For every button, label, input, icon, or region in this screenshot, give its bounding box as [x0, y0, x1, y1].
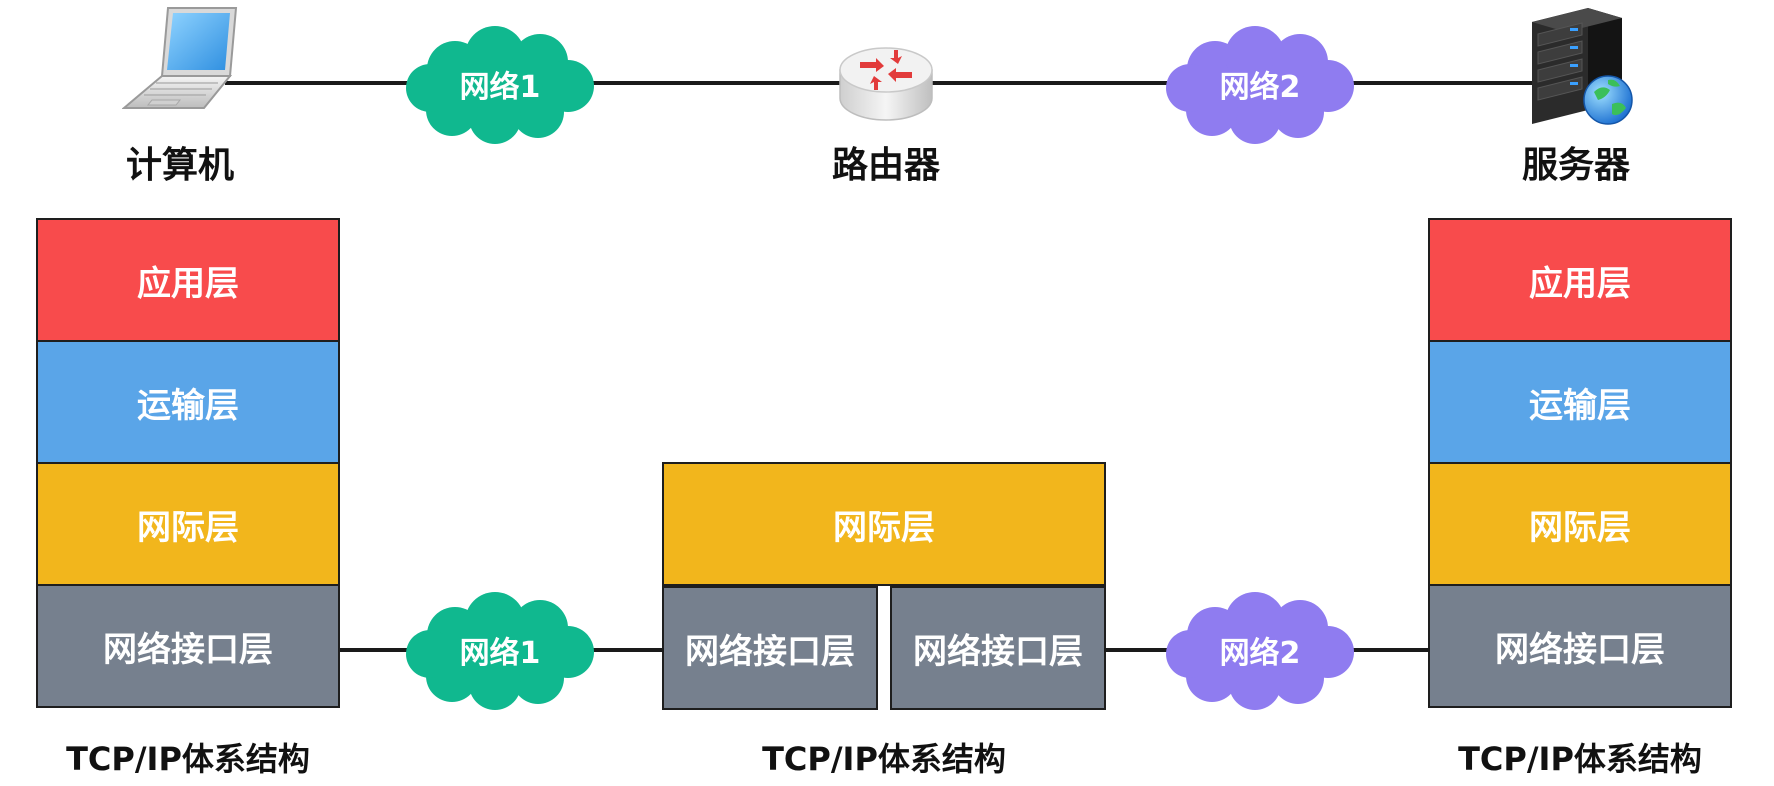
router-interface-left: 网络接口层 [662, 586, 878, 710]
top-link-network2-server [1340, 81, 1550, 85]
right-architecture-caption: TCP/IP体系结构 [1458, 740, 1702, 778]
top-network1-label: 网络1 [459, 70, 541, 105]
left-host-stack: 应用层 运输层 网际层 网络接口层 [36, 218, 340, 714]
server-label: 服务器 [1521, 145, 1630, 186]
top-network1-cloud: 网络1 [400, 24, 600, 144]
bottom-network2-cloud: 网络2 [1160, 590, 1360, 710]
bottom-network2-label: 网络2 [1219, 636, 1301, 671]
router-icon [836, 40, 936, 126]
right-network-interface-layer: 网络接口层 [1428, 584, 1732, 708]
router-interface-right: 网络接口层 [890, 586, 1106, 710]
router-internet-layer: 网际层 [662, 462, 1106, 586]
bottom-link-network1-router [590, 648, 664, 652]
bottom-link-router-network2 [1104, 648, 1180, 652]
right-host-stack: 应用层 运输层 网际层 网络接口层 [1428, 218, 1732, 714]
left-transport-layer: 运输层 [36, 340, 340, 464]
top-network2-label: 网络2 [1219, 70, 1301, 105]
laptop-icon [121, 4, 240, 112]
right-application-layer: 应用层 [1428, 218, 1732, 342]
top-link-network1-router [590, 81, 850, 85]
bottom-link-left-network1 [340, 648, 430, 652]
server-icon [1528, 4, 1636, 130]
left-internet-layer: 网际层 [36, 462, 340, 586]
bottom-network1-label: 网络1 [459, 636, 541, 671]
router-architecture-caption: TCP/IP体系结构 [762, 740, 1006, 778]
bottom-network1-cloud: 网络1 [400, 590, 600, 710]
top-link-laptop-network1 [225, 81, 430, 85]
bottom-link-network2-right [1340, 648, 1430, 652]
computer-label: 计算机 [125, 145, 234, 186]
top-link-router-network2 [920, 81, 1180, 85]
right-internet-layer: 网际层 [1428, 462, 1732, 586]
right-transport-layer: 运输层 [1428, 340, 1732, 464]
left-network-interface-layer: 网络接口层 [36, 584, 340, 708]
top-network2-cloud: 网络2 [1160, 24, 1360, 144]
left-application-layer: 应用层 [36, 218, 340, 342]
left-architecture-caption: TCP/IP体系结构 [66, 740, 310, 778]
router-label: 路由器 [831, 145, 940, 186]
